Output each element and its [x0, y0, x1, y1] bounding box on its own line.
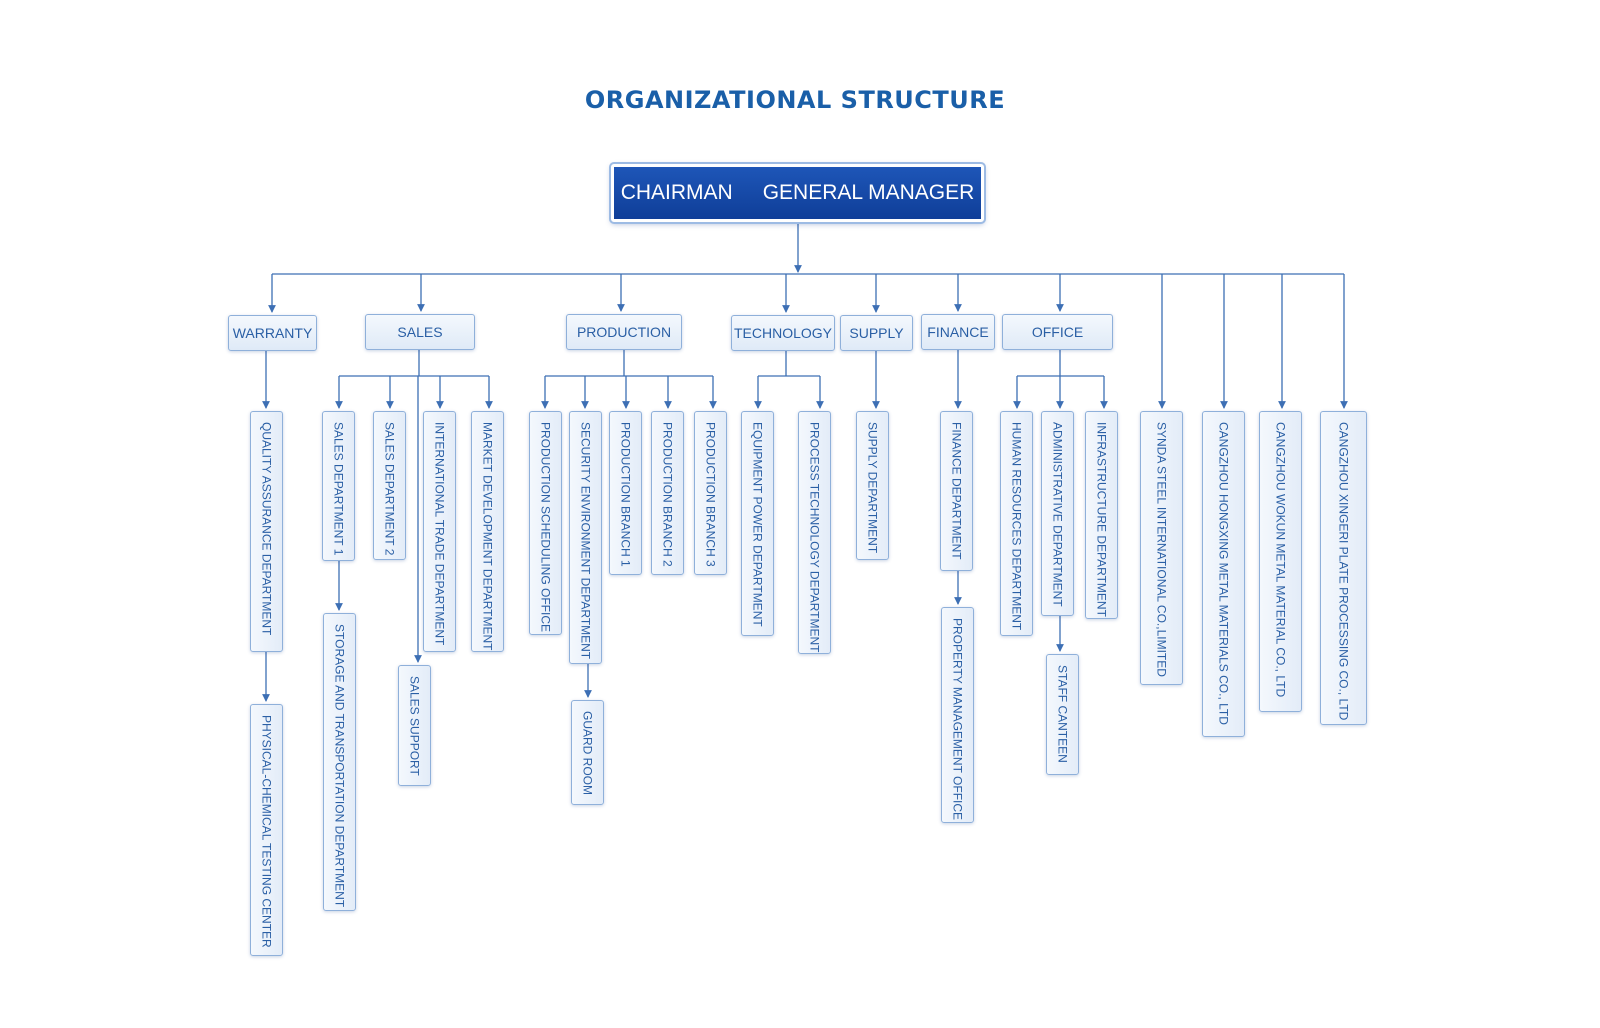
page-title: ORGANIZATIONAL STRUCTURE	[584, 86, 1006, 114]
unit-supply-department: SUPPLY DEPARTMENT	[856, 411, 889, 560]
unit-international-trade: INTERNATIONAL TRADE DEPARTMENT	[423, 411, 456, 652]
unit-sales-dept-2: SALES DEPARTMENT 2	[373, 411, 406, 560]
unit-cangzhou-wokun: CANGZHOU WOKUN METAL MATERIAL CO., LTD	[1259, 411, 1302, 712]
unit-process-technology: PROCESS TECHNOLOGY DEPARTMENT	[798, 411, 831, 654]
unit-property-management: PROPERTY MANAGEMENT OFFICE	[941, 607, 974, 823]
unit-cangzhou-xingeri: CANGZHOU XINGERI PLATE PROCESSING CO., L…	[1320, 411, 1367, 725]
unit-storage-transportation: STORAGE AND TRANSPORTATION DEPARTMENT	[323, 613, 356, 911]
unit-production-branch-2: PRODUCTION BRANCH 2	[651, 411, 684, 575]
unit-equipment-power: EQUIPMENT POWER DEPARTMENT	[741, 411, 774, 636]
dept-finance: FINANCE	[921, 314, 995, 350]
unit-security-environment: SECURITY ENVIRONMENT DEPARTMENT	[569, 411, 602, 664]
unit-human-resources: HUMAN RESOURCES DEPARTMENT	[1000, 411, 1033, 636]
dept-warranty: WARRANTY	[228, 315, 317, 351]
unit-production-branch-3: PRODUCTION BRANCH 3	[694, 411, 727, 575]
unit-administrative: ADMINISTRATIVE DEPARTMENT	[1041, 411, 1074, 616]
dept-sales: SALES	[365, 314, 475, 350]
unit-staff-canteen: STAFF CANTEEN	[1046, 654, 1079, 775]
unit-market-development: MARKET DEVELOPMENT DEPARTMENT	[471, 411, 504, 652]
unit-cangzhou-hongxing: CANGZHOU HONGXING METAL MATERIALS CO., L…	[1202, 411, 1245, 737]
dept-supply: SUPPLY	[840, 315, 913, 351]
dept-office: OFFICE	[1002, 314, 1113, 350]
unit-production-branch-1: PRODUCTION BRANCH 1	[609, 411, 642, 575]
chairman-general-manager-box: CHAIRMAN GENERAL MANAGER	[609, 162, 986, 224]
chairman-label: CHAIRMAN	[620, 181, 733, 204]
dept-technology: TECHNOLOGY	[731, 315, 835, 351]
unit-sales-support: SALES SUPPORT	[398, 665, 431, 786]
unit-sales-dept-1: SALES DEPARTMENT 1	[322, 411, 355, 561]
unit-finance-department: FINANCE DEPARTMENT	[940, 411, 973, 571]
general-manager-label: GENERAL MANAGER	[762, 181, 975, 204]
unit-physical-chemical-testing: PHYSICAL-CHEMICAL TESTING CENTER	[250, 704, 283, 956]
unit-production-scheduling: PRODUCTION SCHEDULING OFFICE	[529, 411, 562, 635]
unit-quality-assurance: QUALITY ASSURANCE DEPARTMENT	[250, 411, 283, 652]
unit-guard-room: GUARD ROOM	[571, 700, 604, 805]
unit-synda-steel: SYNDA STEEL INTERNATIONAL CO.,LIMITED	[1140, 411, 1183, 685]
unit-infrastructure: INFRASTRUCTURE DEPARTMENT	[1085, 411, 1118, 619]
dept-production: PRODUCTION	[566, 314, 682, 350]
